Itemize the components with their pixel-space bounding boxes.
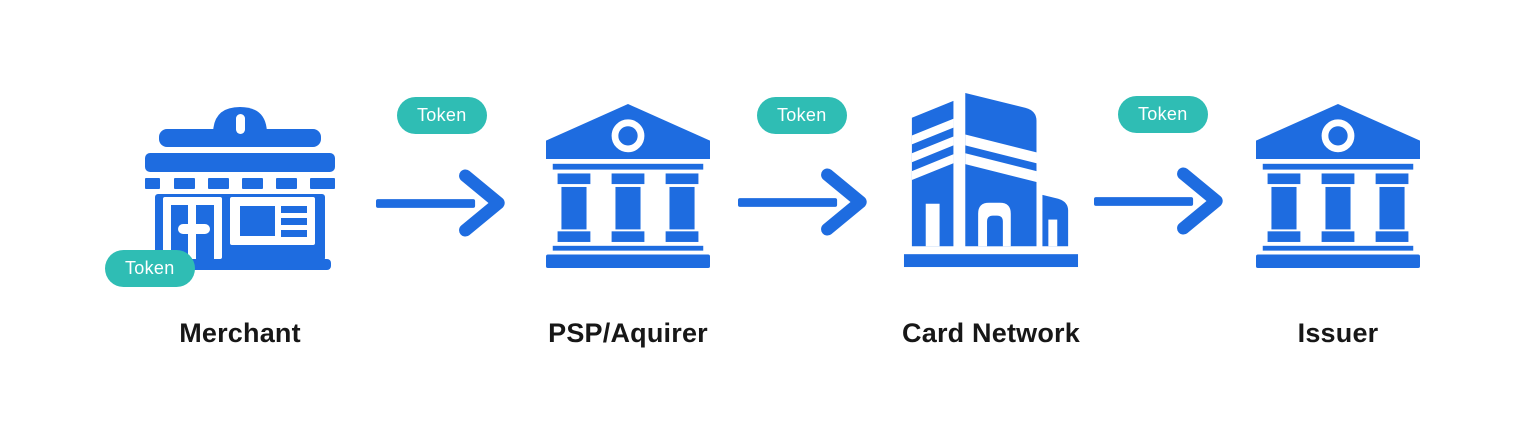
storefront-icon: [145, 107, 335, 270]
node-label-issuer: Issuer: [1297, 318, 1379, 348]
bank-icon: [546, 104, 710, 268]
node-label-card-network: Card Network: [902, 318, 1080, 348]
token-badge-arrow-1: Token: [397, 97, 487, 134]
bank-icon: [1256, 104, 1420, 268]
arrow-right-icon: [1094, 167, 1223, 235]
token-badge-merchant: Token: [105, 250, 195, 287]
token-badge-arrow-2: Token: [757, 97, 847, 134]
arrow-right-icon: [376, 169, 505, 237]
node-label-psp-aquirer: PSP/Aquirer: [548, 318, 708, 348]
token-badge-arrow-3: Token: [1118, 96, 1208, 133]
node-label-merchant: Merchant: [179, 318, 301, 348]
office-building-icon: [903, 92, 1079, 268]
arrow-right-icon: [738, 168, 867, 236]
